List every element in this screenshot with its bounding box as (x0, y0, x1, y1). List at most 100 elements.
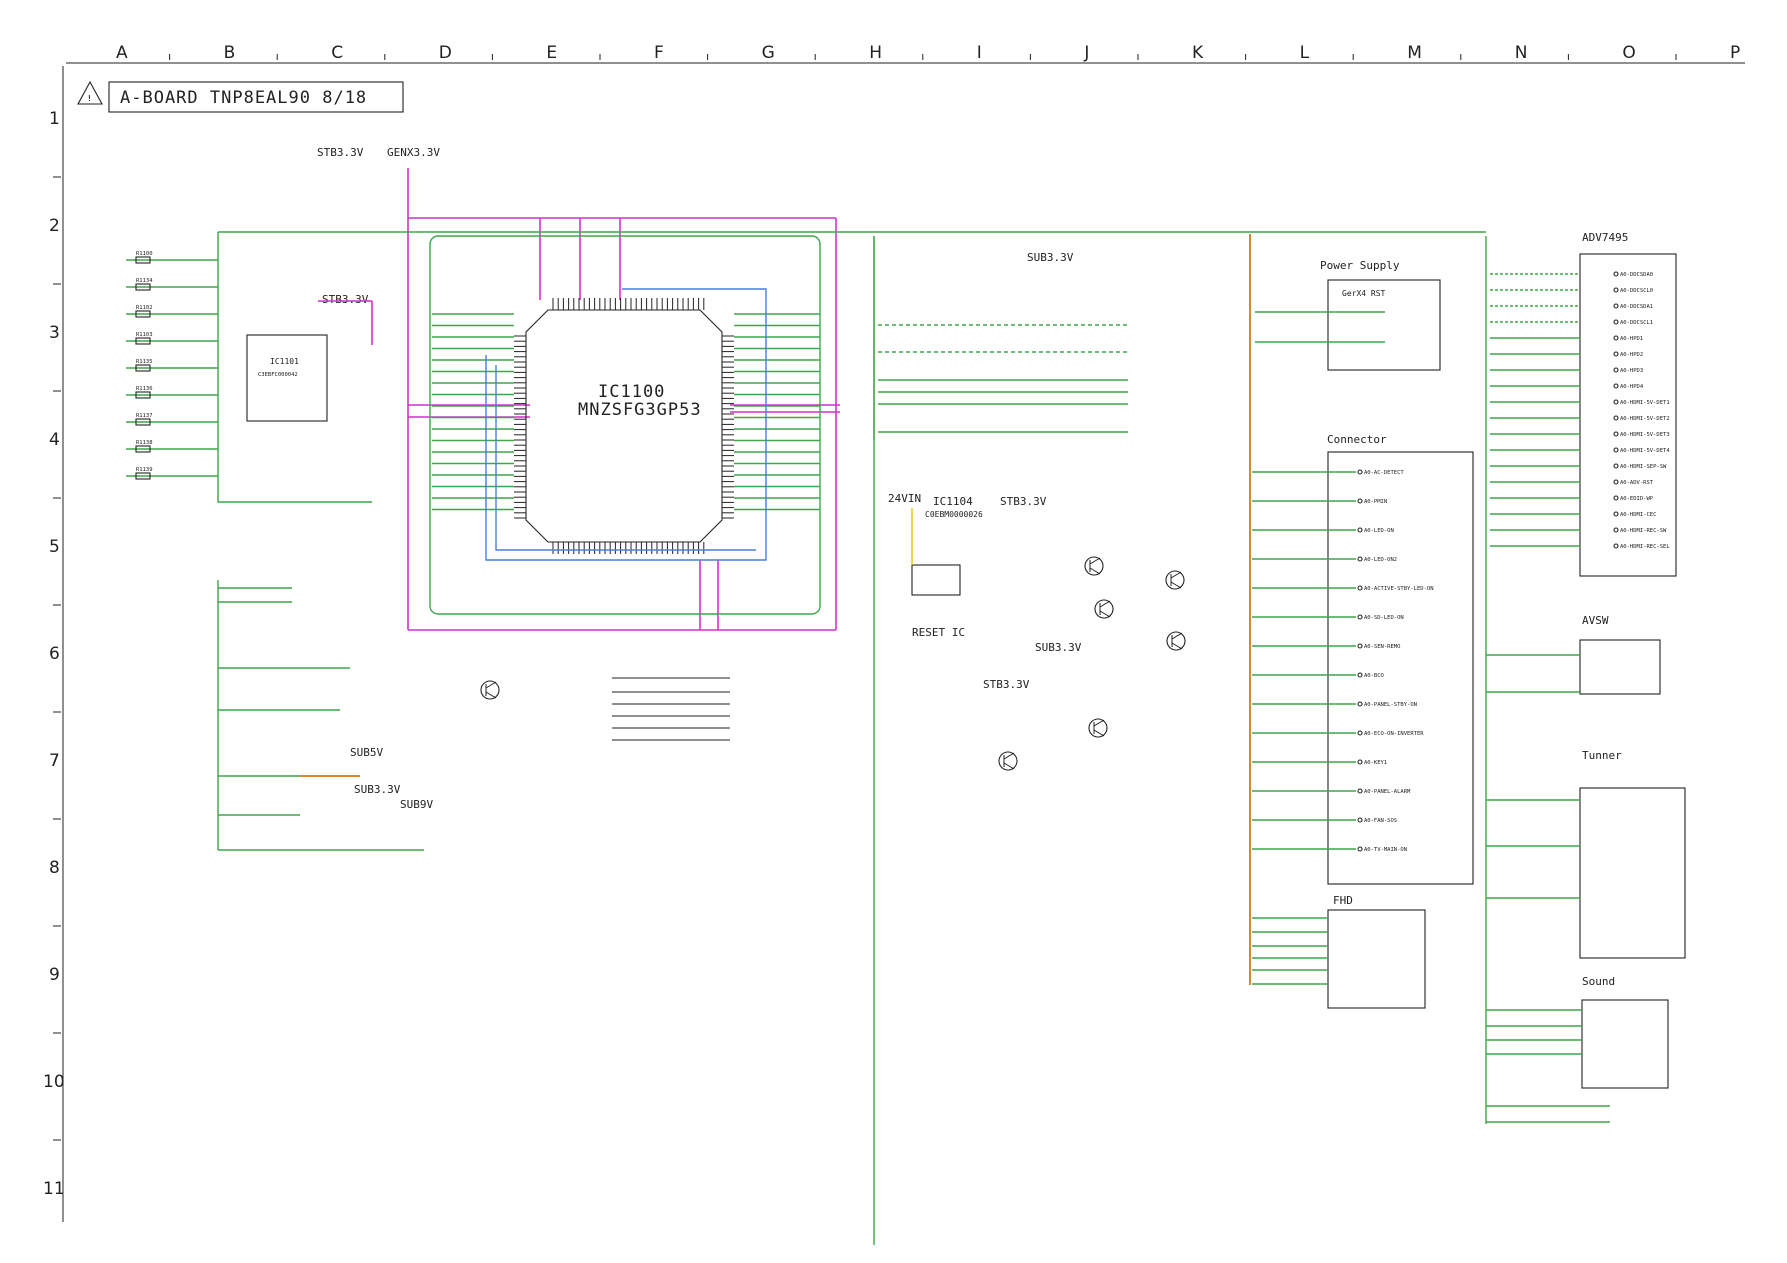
column-label: M (1407, 43, 1422, 63)
adv-pin-label: A0-HDMI-SEP-SW (1620, 464, 1667, 470)
rail-stb33: STB3.3V (317, 146, 364, 159)
connector-pin-label: A0-TV-MAIN-ON (1364, 847, 1407, 853)
resistor (135, 472, 151, 480)
adv-pin-label: A0-EDID-WP (1620, 496, 1654, 502)
blue-bus (485, 288, 767, 561)
resistor-ref: R1102 (136, 305, 153, 311)
sound-title: Sound (1582, 975, 1615, 988)
power-supply-title: Power Supply (1320, 259, 1400, 272)
adv-pin-label: A0-HDMI-5V-DET2 (1620, 416, 1670, 422)
column-label: N (1515, 43, 1528, 63)
column-label: B (224, 43, 236, 63)
connector-pin-label: A0-BCO (1364, 673, 1384, 679)
resistor-ref: R1139 (136, 467, 153, 473)
adv-pin-label: A0-DDCSDA0 (1620, 272, 1653, 278)
transistor-symbol (1166, 631, 1186, 651)
connector-pin-label: A0-PANEL-ALARM (1364, 789, 1411, 795)
resistor (135, 337, 151, 345)
connector-pin-label: A0-LED-ON2 (1364, 557, 1397, 563)
transistors (480, 556, 1186, 771)
transistor-symbol (480, 680, 500, 700)
transistor-symbol (1088, 718, 1108, 738)
tunner-title: Tunner (1582, 749, 1622, 762)
row-label: 9 (49, 965, 60, 985)
adv-pin-label: A0-HPD2 (1620, 352, 1643, 358)
main-ic: IC1100 MNZSFG3GP53 (432, 298, 820, 554)
adv-pin-label: A0-HDMI-5V-DET4 (1620, 448, 1670, 454)
ic1101-ref: IC1101 (270, 357, 299, 366)
ic1104-ref: IC1104 (933, 495, 973, 508)
resistor (135, 364, 151, 372)
bottom-left-nets (218, 587, 730, 816)
ic1101-part: C3EBFC000042 (258, 372, 298, 378)
resistor (135, 283, 151, 291)
row-label: 1 (49, 109, 60, 129)
connector-pin-label: A0-PMIN (1364, 499, 1387, 505)
row-label: 2 (49, 216, 60, 236)
main-ic-ref: IC1100 (598, 382, 665, 402)
column-label: H (869, 43, 882, 63)
adv-pin-label: A0-HDMI-REC-SEL (1620, 544, 1670, 550)
adv-pin-label: A0-DDCSCL0 (1620, 288, 1653, 294)
adv7495-pins: A0-DDCSDA0A0-DDCSCL0A0-DDCSDA1A0-DDCSCL1… (1490, 271, 1670, 550)
sound-box (1581, 999, 1669, 1089)
column-label: C (331, 43, 343, 63)
row-label: 4 (49, 430, 60, 450)
adv-pin-label: A0-HPD4 (1620, 384, 1644, 390)
resistor-ref: R1138 (136, 440, 153, 446)
column-label: O (1622, 43, 1635, 63)
sheet-frame (62, 62, 1745, 1222)
transistor-symbol (1094, 599, 1114, 619)
resistor-ref: R1137 (136, 413, 153, 419)
transistor-symbol (1084, 556, 1104, 576)
connector-pin-label: A0-SD-LED-ON (1364, 615, 1404, 621)
ic1104-reset: 24VIN IC1104 C0EBM0000026 RESET IC (888, 492, 983, 639)
resistor-ref: R1103 (136, 332, 153, 338)
title-frame (108, 81, 404, 113)
adv7495-title: ADV7495 (1582, 231, 1628, 244)
avsw-box (1579, 639, 1661, 695)
adv-pin-label: A0-HDMI-CEC (1620, 512, 1656, 518)
ic1104-function: RESET IC (912, 626, 965, 639)
magenta-power-net (318, 168, 840, 631)
connector-pin-label: A0-LED-ON (1364, 528, 1394, 534)
adv-pin-label: A0-HDMI-5V-DET1 (1620, 400, 1670, 406)
mid-right-nets (878, 311, 1385, 433)
power-supply-box (1327, 279, 1441, 371)
rail-sub33-low: SUB3.3V (354, 783, 401, 796)
column-label: D (439, 43, 452, 63)
row-label: 10 (43, 1072, 65, 1092)
fhd-title: FHD (1333, 894, 1353, 907)
column-label: A (116, 43, 128, 63)
resistor-ref: R1135 (136, 359, 153, 365)
resistor-ref: R1100 (136, 251, 153, 257)
avsw-title: AVSW (1582, 614, 1609, 627)
transistor-symbol (998, 751, 1018, 771)
left-signal-nets: R1100R1134R1102R1103R1135R1136R1137R1138… (126, 251, 218, 480)
ic1101-eeprom: IC1101 C3EBFC000042 (246, 334, 328, 422)
connector-title: Connector (1327, 433, 1387, 446)
rail-sub9v: SUB9V (400, 798, 433, 811)
column-label: F (654, 43, 664, 63)
rail-stb33-ic1101: STB3.3V (322, 293, 369, 306)
resistor-ref: R1134 (136, 278, 153, 284)
connector-pin-label: A0-KEY1 (1364, 760, 1387, 766)
row-label: 8 (49, 858, 60, 878)
ic1104-supply: 24VIN (888, 492, 921, 505)
rail-sub33-top: SUB3.3V (1027, 251, 1074, 264)
adv-pin-label: A0-HDMI-REC-SW (1620, 528, 1667, 534)
row-label: 3 (49, 323, 60, 343)
adv-pin-label: A0-DDCSDA1 (1620, 304, 1653, 310)
rail-stb33-reset: STB3.3V (1000, 495, 1047, 508)
resistor (135, 445, 151, 453)
column-label: L (1300, 43, 1310, 63)
right-side-nets (1252, 654, 1610, 1123)
green-signal-frames (217, 231, 1487, 1245)
adv-pin-label: A0-HDMI-5V-DET3 (1620, 432, 1670, 438)
adv-pin-label: A0-HPD3 (1620, 368, 1643, 374)
main-ic-pins (432, 298, 820, 554)
column-label: P (1730, 43, 1740, 63)
